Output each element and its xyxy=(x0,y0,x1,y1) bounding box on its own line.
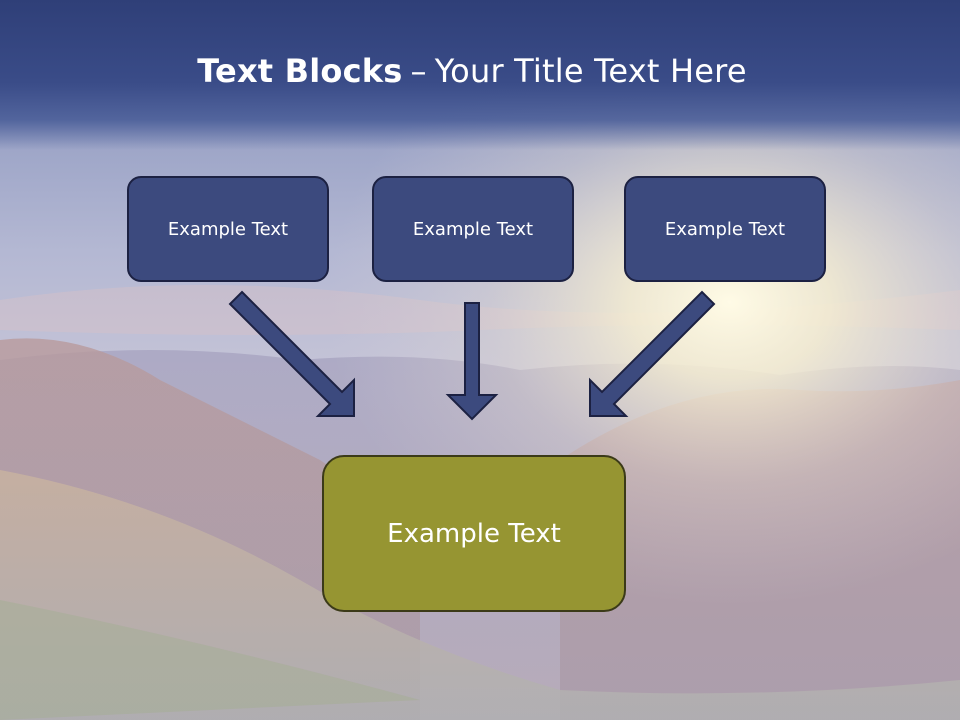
text-block-3[interactable]: Example Text xyxy=(624,176,826,282)
page-title: Text Blocks–Your Title Text Here xyxy=(0,52,944,90)
title-text: Your Title Text Here xyxy=(434,52,747,90)
title-separator: – xyxy=(410,52,427,90)
text-block-1[interactable]: Example Text xyxy=(127,176,329,282)
main-text-block[interactable]: Example Text xyxy=(322,455,626,612)
title-bar xyxy=(0,0,960,150)
title-bold-part: Text Blocks xyxy=(197,52,403,90)
text-block-2[interactable]: Example Text xyxy=(372,176,574,282)
